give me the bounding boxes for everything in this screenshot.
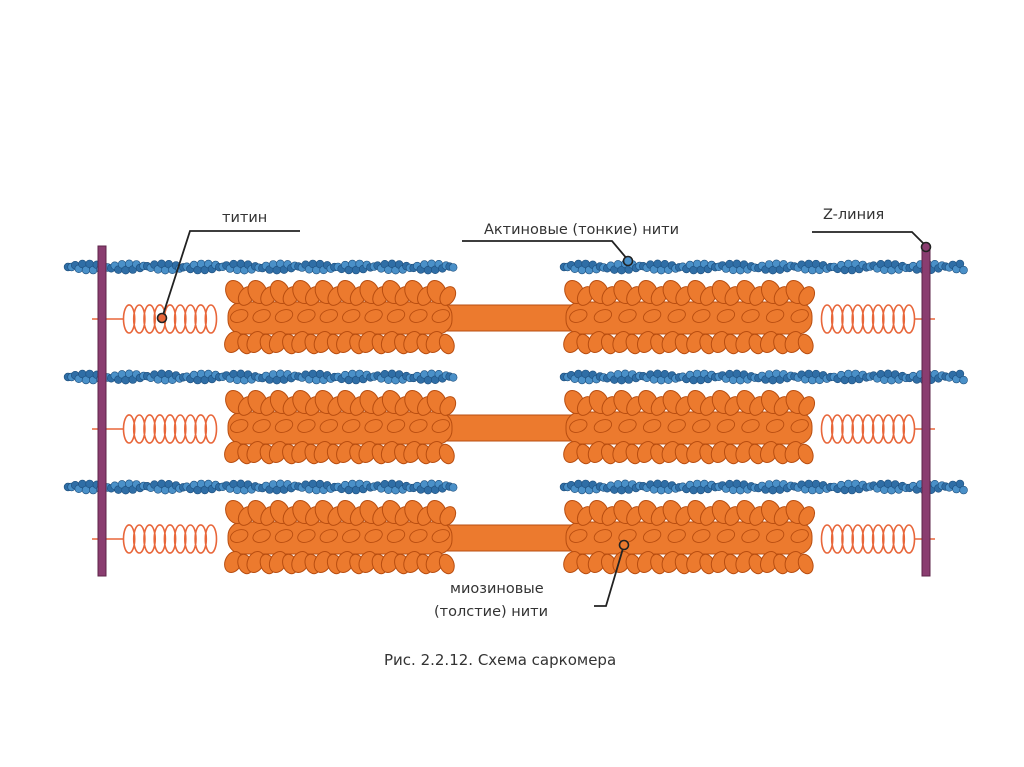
z-line-left [97, 245, 107, 577]
actin-row-3 [63, 479, 968, 495]
myosin-leader [594, 544, 625, 607]
titin-row-2 [92, 414, 935, 444]
titin-label: титин [222, 210, 267, 226]
myosin-filaments [224, 279, 816, 575]
myosin-dot [618, 539, 630, 551]
titin-leader [161, 230, 300, 319]
z-line-leader [812, 231, 927, 247]
actin-label: Актиновые (тонкие) нити [484, 222, 679, 238]
z-line-label: Z-линия [823, 207, 884, 223]
label-leaders [161, 230, 927, 607]
myosin-row-1 [224, 279, 816, 355]
figure-caption: Рис. 2.2.12. Схема саркомера [384, 651, 616, 669]
myosin-label-line1: миозиновые [450, 581, 544, 597]
actin-filaments [63, 259, 968, 495]
titin-dot [156, 312, 168, 324]
actin-row-1 [63, 259, 968, 275]
label-dots [156, 241, 932, 551]
myosin-row-3 [224, 499, 816, 575]
z-line-dot [920, 241, 932, 253]
myosin-label-line2: (толстие) нити [434, 604, 548, 620]
actin-row-2 [63, 369, 968, 385]
z-line-right [921, 245, 931, 577]
actin-leader [462, 240, 629, 261]
titin-row-3 [92, 524, 935, 554]
actin-dot [622, 255, 634, 267]
myosin-row-2 [224, 389, 816, 465]
